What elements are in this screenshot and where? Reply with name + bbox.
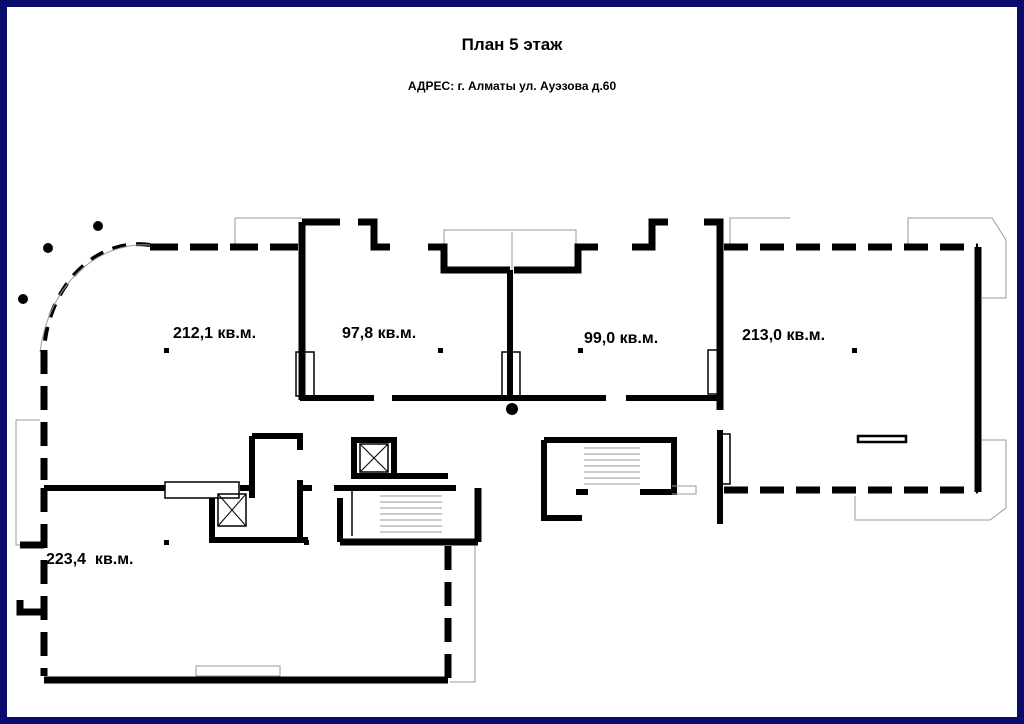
room-marker	[438, 348, 443, 353]
room-area-label: 97,8 кв.м.	[342, 325, 416, 342]
column-marker	[43, 243, 53, 253]
markers	[164, 348, 857, 545]
room-marker	[164, 540, 169, 545]
door-frames	[164, 349, 908, 536]
staircases	[380, 447, 697, 533]
room-marker	[852, 348, 857, 353]
room-marker	[164, 348, 169, 353]
room-marker	[578, 348, 583, 353]
column-marker	[506, 403, 518, 415]
interior-walls	[44, 270, 723, 543]
room-area-label: 99,0 кв.м.	[584, 330, 658, 347]
elevators	[217, 443, 389, 527]
column-marker	[18, 294, 28, 304]
room-area-label: 212,1 кв.м.	[173, 325, 256, 342]
room-area-label: 223,4 кв.м.	[46, 551, 134, 568]
exterior-walls	[16, 218, 982, 684]
plan-address: АДРЕС: г. Алматы ул. Ауэзова д.60	[407, 79, 617, 93]
rounded-bay	[18, 221, 151, 353]
column-marker	[93, 221, 103, 231]
plan-title: План 5 этаж	[461, 35, 563, 54]
room-marker	[304, 540, 309, 545]
room-area-label: 213,0 кв.м.	[742, 327, 825, 344]
